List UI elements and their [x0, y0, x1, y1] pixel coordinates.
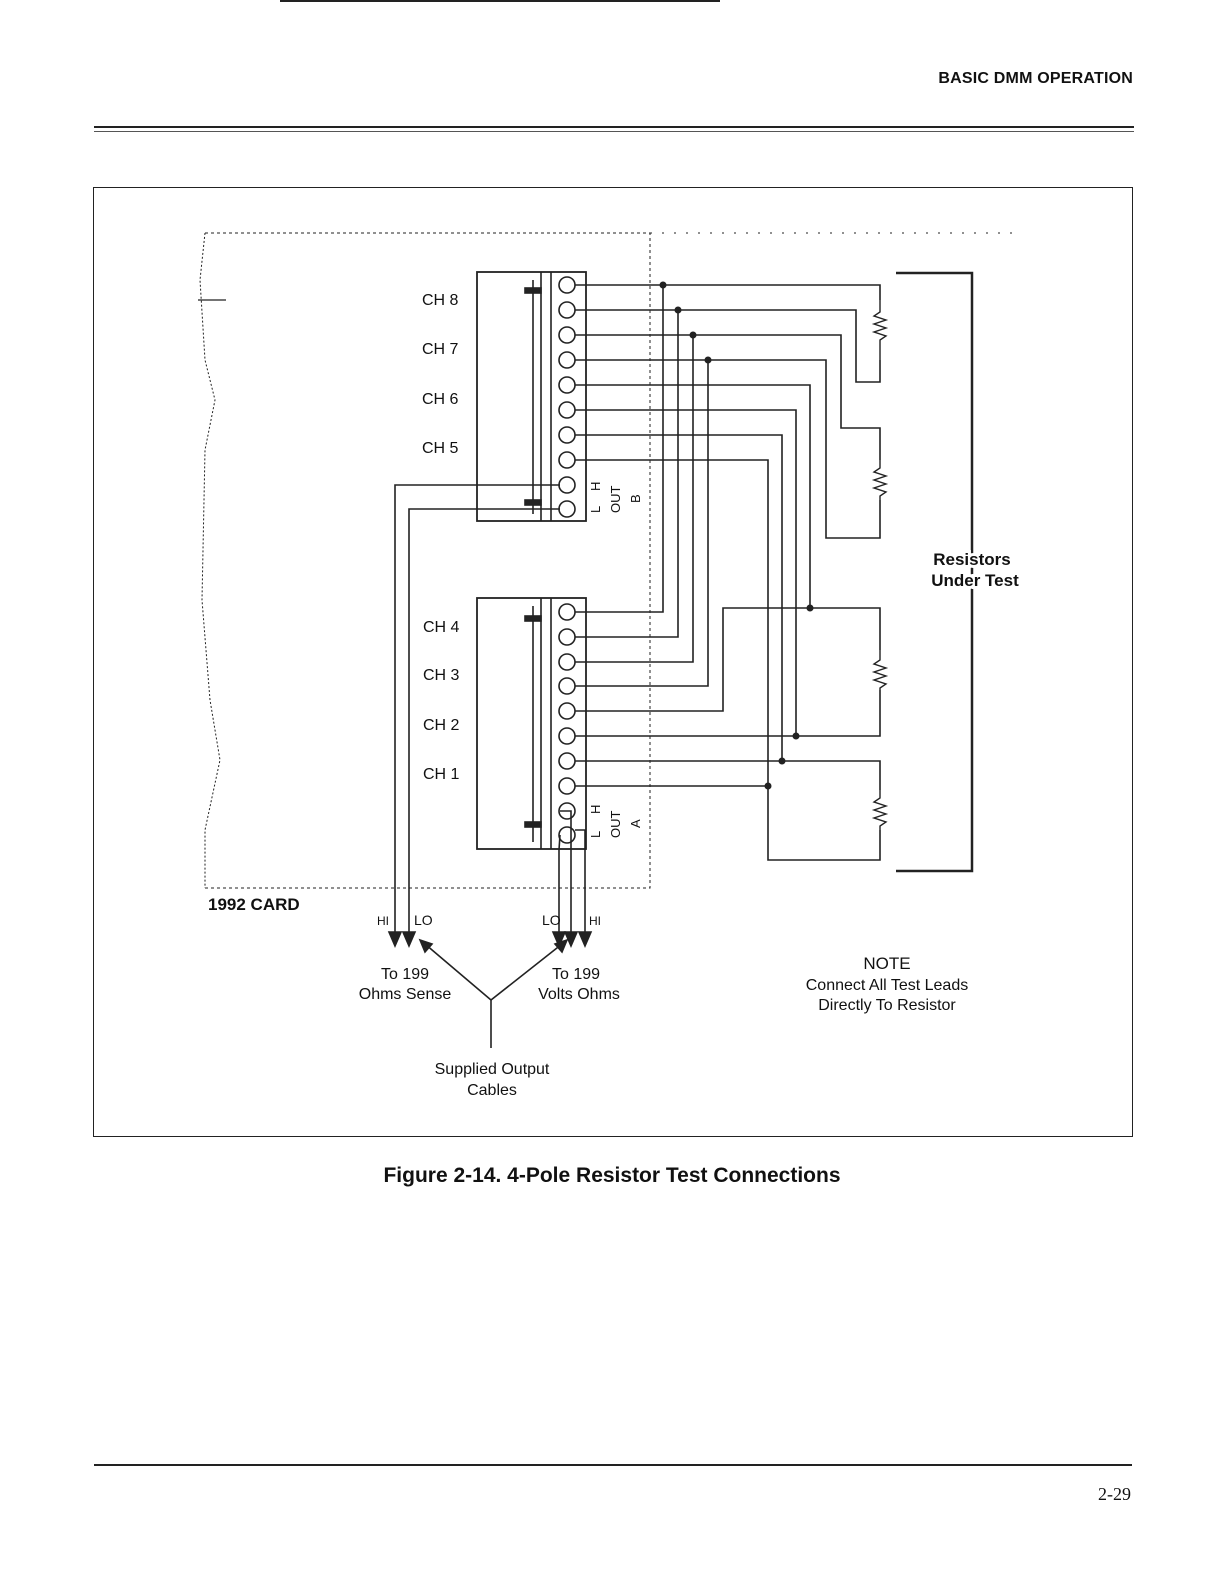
svg-text:H: H — [588, 805, 603, 814]
svg-text:Ohms Sense: Ohms Sense — [359, 986, 452, 1003]
footer-rule — [94, 1464, 1132, 1466]
svg-text:OUT: OUT — [608, 486, 623, 514]
svg-text:OUT: OUT — [608, 811, 623, 839]
svg-text:B: B — [628, 494, 643, 503]
card-label: 1992 CARD — [208, 895, 300, 914]
svg-text:Under Test: Under Test — [931, 571, 1019, 590]
resistor-4 — [874, 790, 886, 830]
svg-text:Connect All Test Leads: Connect All Test Leads — [806, 977, 968, 994]
svg-text:H: H — [588, 482, 603, 491]
svg-text:L: L — [588, 831, 603, 838]
card-outline — [205, 233, 650, 888]
label-ch1: CH 1 — [423, 766, 460, 783]
left-lo: LO — [414, 912, 433, 928]
note-title: NOTE — [863, 954, 910, 973]
resistor-2 — [874, 460, 886, 500]
label-ch6: CH 6 — [422, 391, 459, 408]
label-ch3: CH 3 — [423, 667, 460, 684]
resistor-1 — [874, 300, 886, 360]
svg-text:To 199: To 199 — [552, 966, 600, 983]
svg-text:Cables: Cables — [467, 1082, 517, 1099]
svg-text:Volts Ohms: Volts Ohms — [538, 986, 620, 1003]
page-number: 2-29 — [1098, 1484, 1131, 1505]
figure-caption: Figure 2-14. 4-Pole Resistor Test Connec… — [0, 1164, 1224, 1188]
label-ch8: CH 8 — [422, 292, 459, 309]
right-lo: LO — [542, 912, 561, 928]
label-ch2: CH 2 — [423, 717, 460, 734]
connector-b — [477, 272, 586, 521]
label-ch5: CH 5 — [422, 440, 459, 457]
label-ch7: CH 7 — [422, 341, 459, 358]
svg-text:Supplied Output: Supplied Output — [435, 1061, 550, 1078]
right-hi: HI — [589, 914, 601, 928]
svg-text:To 199: To 199 — [381, 966, 429, 983]
resistor-3 — [874, 650, 886, 690]
svg-text:A: A — [628, 819, 643, 828]
svg-text:Resistors: Resistors — [933, 550, 1010, 569]
label-ch4: CH 4 — [423, 619, 460, 636]
left-hi: HI — [377, 914, 389, 928]
svg-text:Directly To Resistor: Directly To Resistor — [818, 997, 956, 1014]
svg-text:L: L — [588, 506, 603, 513]
